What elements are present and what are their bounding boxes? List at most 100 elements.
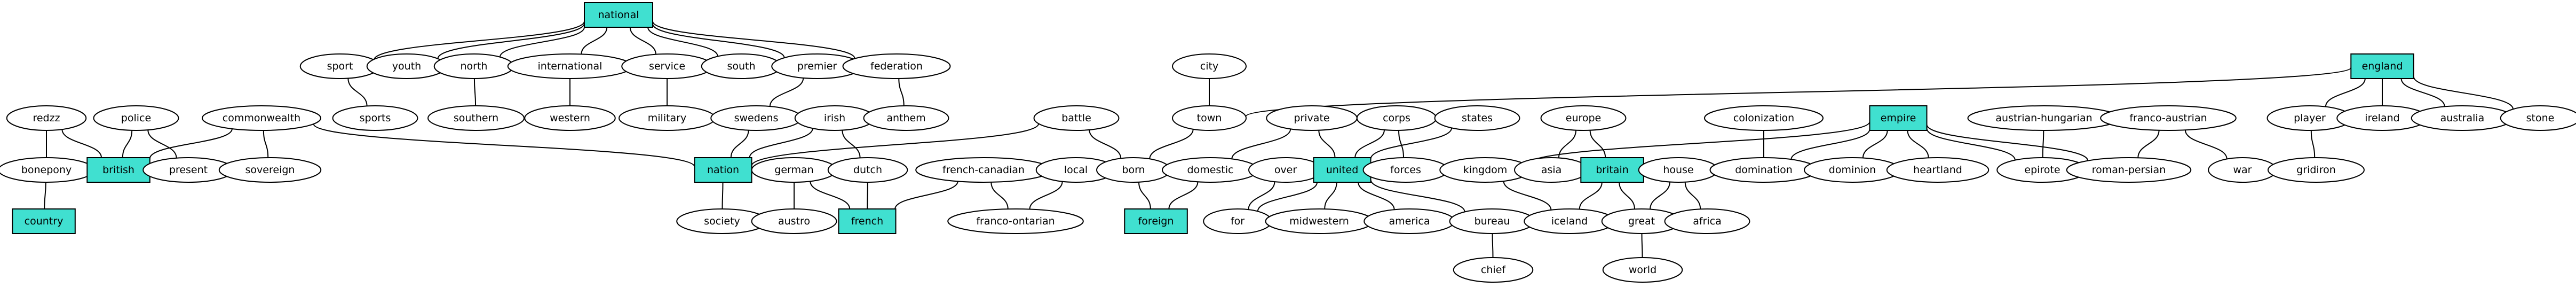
node-heartland: heartland xyxy=(1886,157,1990,183)
edge-empire-kingdom xyxy=(1525,121,1870,165)
edge-premier-swedens xyxy=(769,77,804,107)
node-label: stone xyxy=(2526,112,2555,124)
node-house: house xyxy=(1638,157,1719,183)
node-south: south xyxy=(701,53,782,79)
edge-united-for xyxy=(1257,182,1318,212)
edge-britain-great xyxy=(1619,182,1635,209)
edge-england-australia xyxy=(2400,78,2445,107)
edge-private-domestic xyxy=(1231,129,1291,159)
node-label: international xyxy=(538,60,603,72)
edge-states-united xyxy=(1370,128,1453,159)
node-britain: britain xyxy=(1580,157,1644,183)
node-ellipse xyxy=(1453,257,1534,283)
node-label: dutch xyxy=(853,164,882,176)
edge-great-world xyxy=(1641,233,1643,258)
node-town: town xyxy=(1172,105,1247,131)
edge-national-north xyxy=(499,27,585,57)
node-label: foreign xyxy=(1138,215,1174,227)
edge-national-south xyxy=(647,27,718,57)
edge-french-canadian-franco-ontarian xyxy=(990,182,1009,209)
node-box xyxy=(12,208,76,234)
node-label: epirote xyxy=(2024,164,2060,176)
edge-commonwealth-sovereign xyxy=(263,130,269,158)
edge-europe-britain xyxy=(1589,130,1606,158)
edge-federation-anthem xyxy=(898,78,905,106)
node-box xyxy=(1869,105,1928,131)
node-ellipse xyxy=(2066,157,2192,183)
node-dominion: dominion xyxy=(1804,157,1901,183)
node-youth: youth xyxy=(366,53,447,79)
node-label: roman-persian xyxy=(2092,164,2166,176)
edge-national-service xyxy=(629,27,656,55)
edge-bonepony-country xyxy=(44,182,46,209)
node-label: australia xyxy=(2440,112,2485,124)
node-box xyxy=(838,208,897,234)
node-label: empire xyxy=(1881,112,1916,124)
node-federation: federation xyxy=(842,53,951,79)
node-label: chief xyxy=(1481,264,1506,276)
edge-dutch-french xyxy=(867,182,868,209)
node-ellipse xyxy=(2100,105,2237,131)
node-ellipse xyxy=(947,208,1084,234)
node-ellipse xyxy=(2500,105,2576,131)
node-label: french xyxy=(851,215,883,227)
node-box xyxy=(2350,53,2414,79)
node-empire: empire xyxy=(1869,105,1928,131)
node-country: country xyxy=(12,208,76,234)
node-label: domestic xyxy=(1187,164,1234,176)
node-label: north xyxy=(461,60,488,72)
node-corps: corps xyxy=(1356,105,1437,131)
node-label: united xyxy=(1326,164,1359,176)
node-irish: irish xyxy=(794,105,875,131)
edge-franco-austrian-war xyxy=(2184,130,2228,159)
node-ellipse xyxy=(751,208,837,234)
node-label: franco-ontarian xyxy=(976,215,1055,227)
node-ellipse xyxy=(332,105,418,131)
node-label: america xyxy=(1389,215,1430,227)
node-ellipse xyxy=(6,105,87,131)
edge-french-canadian-french xyxy=(894,181,958,209)
node-australia: australia xyxy=(2411,105,2514,131)
edge-local-franco-ontarian xyxy=(1029,181,1063,209)
node-label: youth xyxy=(392,60,421,72)
node-label: redzz xyxy=(33,112,60,124)
edge-national-federation xyxy=(652,21,855,59)
node-label: europe xyxy=(1566,112,1602,124)
node-label: german xyxy=(774,164,813,176)
node-ellipse xyxy=(1172,105,1247,131)
node-battle: battle xyxy=(1033,105,1120,131)
node-french-canadian: french-canadian xyxy=(915,157,1052,183)
node-united: united xyxy=(1313,157,1372,183)
node-label: over xyxy=(1274,164,1297,176)
node-label: austro xyxy=(778,215,810,227)
edge-police-british xyxy=(122,130,133,158)
edge-empire-heartland xyxy=(1907,130,1929,158)
edge-britain-iceland xyxy=(1579,182,1603,209)
node-label: irish xyxy=(824,112,845,124)
edge-domestic-foreign xyxy=(1168,182,1199,209)
node-label: africa xyxy=(1693,215,1722,227)
node-label: kingdom xyxy=(1463,164,1508,176)
node-ellipse xyxy=(1033,105,1120,131)
node-label: england xyxy=(2362,60,2403,72)
node-label: for xyxy=(1231,215,1245,227)
edge-player-gridiron xyxy=(2310,130,2316,158)
node-ellipse xyxy=(1664,208,1750,234)
node-label: sports xyxy=(360,112,391,124)
node-england: england xyxy=(2350,53,2414,79)
edge-united-bureau xyxy=(1370,180,1465,212)
node-international: international xyxy=(507,53,633,79)
node-label: midwestern xyxy=(1289,215,1349,227)
node-label: premier xyxy=(797,60,837,72)
node-kingdom: kingdom xyxy=(1439,157,1531,183)
edge-irish-dutch xyxy=(842,130,861,158)
node-premier: premier xyxy=(771,53,863,79)
node-label: service xyxy=(649,60,685,72)
edge-corps-united xyxy=(1354,129,1385,158)
node-british: british xyxy=(86,157,150,183)
edge-swedens-nation xyxy=(730,130,749,158)
node-label: police xyxy=(121,112,151,124)
node-label: swedens xyxy=(734,112,779,124)
edge-commonwealth-nation xyxy=(313,123,695,167)
node-label: gridiron xyxy=(2296,164,2336,176)
